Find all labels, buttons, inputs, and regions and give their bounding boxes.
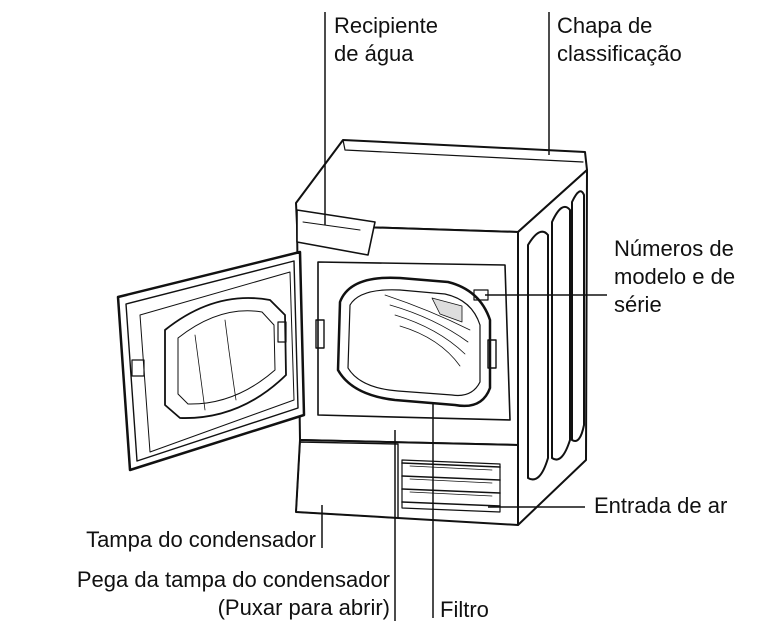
label-pega: Pega da tampa do condensador (Puxar para…	[77, 566, 390, 622]
label-chapa-line2: classificação	[557, 41, 682, 66]
label-numeros-line1: Números de	[614, 236, 734, 261]
air-vent	[401, 462, 501, 507]
label-numeros-line3: série	[614, 292, 662, 317]
label-pega-line1: Pega da tampa do condensador	[76, 567, 390, 592]
label-numeros-line2: modelo e de	[614, 264, 736, 289]
side-rib	[551, 206, 571, 461]
door-hinge	[315, 319, 325, 349]
dryer-top-edge	[342, 139, 584, 163]
label-pega-line2: (Puxar para abrir)	[217, 595, 390, 620]
label-chapa-line1: Chapa de	[557, 13, 653, 38]
label-recipiente: Recipiente de água	[334, 12, 438, 68]
door-opening	[317, 261, 511, 421]
side-rib	[527, 230, 549, 481]
water-container-drawer	[296, 209, 376, 256]
label-chapa: Chapa de classificação	[557, 12, 682, 68]
label-recipiente-line2: de água	[334, 41, 414, 66]
door-glass-bowl	[164, 297, 287, 419]
label-numeros: Números de modelo e de série	[614, 235, 735, 319]
label-entrada: Entrada de ar	[594, 493, 728, 518]
label-tampa: Tampa do condensador	[86, 527, 316, 552]
label-filtro: Filtro	[440, 597, 489, 622]
side-rib	[571, 190, 585, 442]
condenser-cover	[295, 441, 399, 519]
door-latch	[487, 339, 497, 369]
label-recipiente-line1: Recipiente	[334, 13, 438, 38]
